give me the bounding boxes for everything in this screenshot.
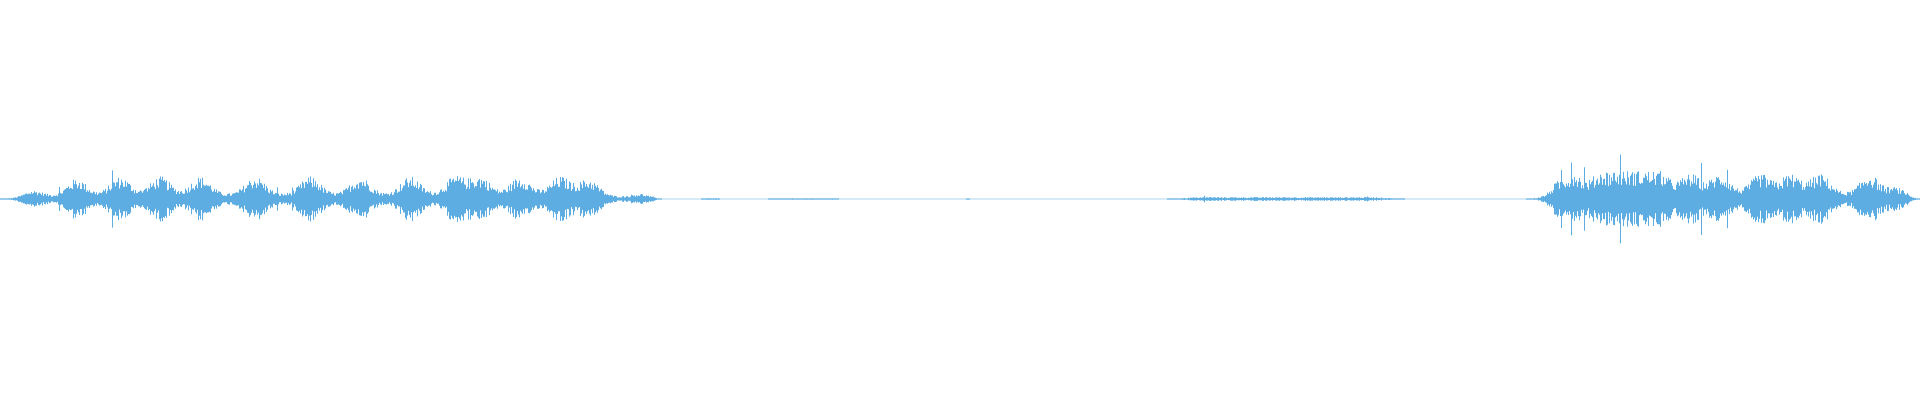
waveform-bars <box>0 154 1920 244</box>
waveform-samples <box>0 154 1920 244</box>
